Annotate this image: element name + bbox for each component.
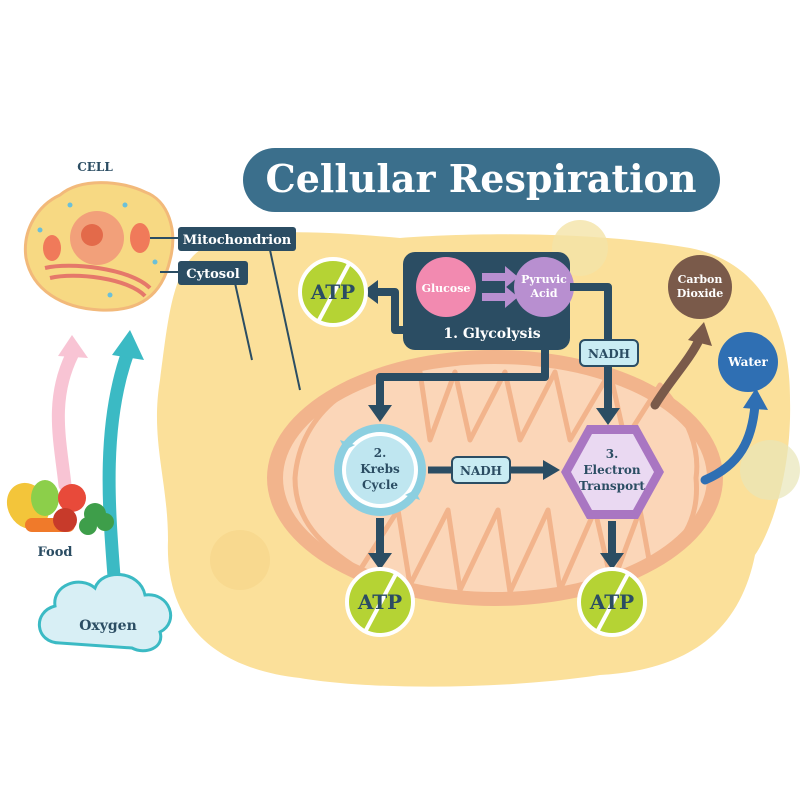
- cell-label: CELL: [77, 160, 113, 174]
- food-label: Food: [38, 545, 73, 560]
- water-label: Water: [727, 355, 768, 369]
- water-node: Water: [718, 332, 778, 392]
- atp-electron-label: ATP: [589, 590, 634, 614]
- mitochondrion-label-box: Mitochondrion: [178, 227, 296, 251]
- nadh-carrier-middle: NADH: [451, 456, 511, 484]
- title-banner: Cellular Respiration: [243, 148, 720, 212]
- cell-illustration: CELL: [23, 160, 175, 312]
- electron-line3: Transport: [579, 479, 645, 493]
- electron-line1: 3.: [606, 447, 619, 461]
- atp-krebs-label: ATP: [357, 590, 402, 614]
- pyruvic-label-line2: Acid: [529, 287, 557, 300]
- food-icon: [6, 480, 114, 535]
- glucose-node: [416, 257, 476, 317]
- cytosol-label: Cytosol: [186, 267, 240, 282]
- atp-badge-electron: ATP: [577, 567, 647, 637]
- atp-badge-krebs: ATP: [345, 567, 415, 637]
- nadh-middle-label: NADH: [460, 464, 502, 478]
- oxygen-arrow: [102, 330, 144, 597]
- carbon-dioxide-node: Carbon Dioxide: [668, 255, 732, 319]
- carbon-line2: Dioxide: [677, 287, 723, 300]
- pyruvic-acid-node: [514, 257, 574, 317]
- pyruvic-label-line1: Pyruvic: [521, 273, 567, 286]
- atp-badge-glycolysis: ATP: [298, 257, 368, 327]
- glycolysis-step-label: 1. Glycolysis: [443, 326, 540, 342]
- mitochondrion-label: Mitochondrion: [183, 233, 292, 248]
- oxygen-label: Oxygen: [79, 618, 137, 634]
- oxygen-cloud: Oxygen: [37, 573, 173, 653]
- page-title: Cellular Respiration: [266, 156, 697, 201]
- krebs-line3: Cycle: [362, 478, 398, 492]
- krebs-line1: 2.: [374, 446, 387, 460]
- conversion-arrow-icon: [482, 286, 518, 308]
- nadh-carrier-top: NADH: [579, 339, 639, 367]
- krebs-line2: Krebs: [360, 462, 400, 476]
- atp-glycolysis-label: ATP: [310, 280, 355, 304]
- food-arrow: [51, 335, 88, 492]
- electron-transport-node: 3. Electron Transport: [561, 425, 664, 519]
- krebs-cycle-node: 2. Krebs Cycle: [334, 424, 426, 516]
- conversion-arrow-icon: [482, 266, 518, 288]
- cytosol-label-box: Cytosol: [178, 261, 248, 285]
- nadh-top-label: NADH: [588, 347, 630, 361]
- small-mitochondrion-icon: [43, 235, 61, 261]
- carbon-line1: Carbon: [678, 273, 723, 286]
- electron-line2: Electron: [583, 463, 641, 477]
- glucose-label: Glucose: [422, 282, 471, 295]
- glycolysis-box: Glucose Pyruvic Acid 1. Glycolysis: [403, 252, 574, 350]
- small-mitochondrion-icon: [130, 223, 150, 253]
